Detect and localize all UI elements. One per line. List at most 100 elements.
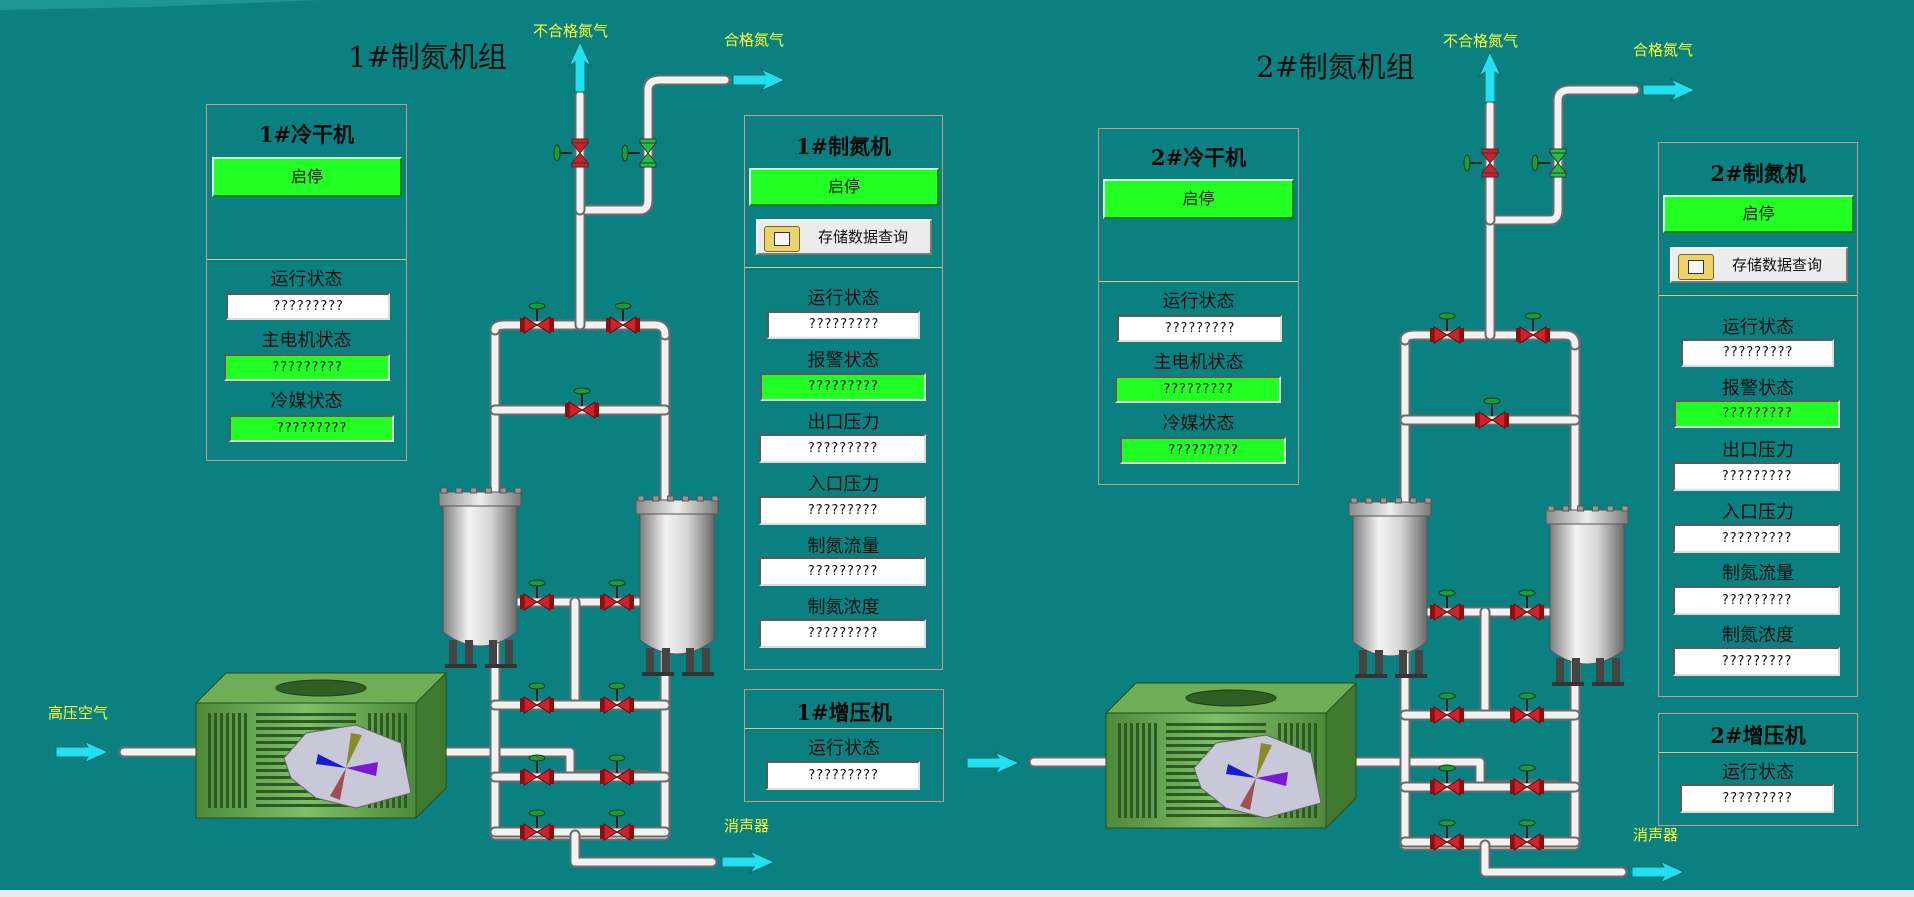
arrow-icon — [1477, 50, 1503, 103]
unit1-generator-start-stop-button[interactable]: 启停 — [749, 168, 939, 206]
unit1-run-status-label: 运行状态 — [807, 288, 880, 309]
valve-icon — [520, 302, 554, 334]
valve-icon — [1510, 764, 1544, 796]
valve-icon — [1430, 819, 1464, 851]
unit1-booster-run-status-label: 运行状态 — [808, 738, 880, 759]
unit2-purity-value: ????????? — [1673, 647, 1840, 676]
unit1-query-button[interactable]: 存储数据查询 — [756, 219, 932, 255]
unit1-silencer-label: 消声器 — [724, 817, 770, 835]
unit2-generator-title: 2#制氮机 — [1710, 161, 1806, 186]
separator — [1659, 295, 1857, 296]
unit2-flow-value: ????????? — [1673, 586, 1840, 615]
unit1-flow-label: 制氮流量 — [807, 536, 880, 557]
separator — [745, 267, 942, 268]
separator — [1099, 281, 1298, 282]
unit1-purity-label: 制氮浓度 — [807, 597, 880, 618]
valve-icon — [1510, 819, 1544, 851]
dryer-icon — [194, 672, 448, 819]
valve-icon — [600, 754, 634, 786]
pipe — [1481, 841, 1626, 876]
pipe — [576, 76, 729, 329]
unit1-flow-value: ????????? — [759, 557, 926, 586]
unit1-inlet-pressure-label: 入口压力 — [807, 474, 880, 495]
unit1-title: 1#制氮机组 — [348, 40, 507, 74]
unit1-dryer-coolant-status-value: ????????? — [229, 415, 394, 442]
unit2-dryer-motor-status-value: ????????? — [1115, 376, 1281, 403]
disk-icon — [1678, 254, 1714, 280]
arrow-icon — [732, 67, 787, 93]
valve-icon — [1430, 692, 1464, 724]
unit1-booster-title: 1#增压机 — [796, 700, 892, 725]
unit2-booster-run-status-label: 运行状态 — [1722, 762, 1794, 783]
unit2-query-button[interactable]: 存储数据查询 — [1670, 247, 1848, 283]
unit2-inlet-pressure-value: ????????? — [1673, 524, 1840, 553]
valve-icon — [1463, 148, 1500, 178]
tank-icon — [1348, 497, 1432, 678]
unit1-qualified-label: 合格氮气 — [724, 31, 785, 49]
separator — [1659, 752, 1857, 753]
unit1-generator-panel: 1#制氮机 启停 存储数据查询 运行状态 ????????? 报警状态 ????… — [744, 115, 943, 670]
unit2-alarm-status-label: 报警状态 — [1722, 378, 1794, 399]
tank-icon — [1545, 505, 1629, 686]
valve-icon — [553, 138, 590, 168]
valve-icon — [520, 579, 554, 611]
valve-icon — [565, 387, 599, 419]
unit2-dryer-start-stop-button[interactable]: 启停 — [1103, 179, 1294, 219]
unit2-dryer-run-status-label: 运行状态 — [1162, 291, 1235, 312]
disk-icon — [764, 226, 800, 252]
unit1-run-status-value: ????????? — [767, 311, 920, 339]
unit1-query-button-label: 存储数据查询 — [818, 228, 909, 246]
unit1-reject-label: 不合格氮气 — [533, 22, 609, 40]
unit1-dryer-start-stop-button[interactable]: 启停 — [212, 157, 402, 197]
pipe-outline — [1484, 84, 1641, 341]
unit2-generator-panel: 2#制氮机 启停 存储数据查询 运行状态 ????????? 报警状态 ????… — [1658, 142, 1858, 697]
unit2-dryer-coolant-status-value: ????????? — [1120, 437, 1286, 464]
unit2-dryer-title: 2#冷干机 — [1150, 145, 1247, 170]
unit1-dryer-panel: 1#冷干机 启停 运行状态 ????????? 主电机状态 ????????? … — [206, 104, 407, 461]
pipe — [571, 831, 716, 866]
unit2-booster-run-status-value: ????????? — [1680, 784, 1834, 813]
tank-icon — [635, 495, 719, 676]
valve-icon — [1510, 692, 1544, 724]
arrow-icon — [966, 750, 1021, 776]
valve-icon — [1510, 589, 1544, 621]
status-bar — [0, 890, 1914, 897]
unit1-purity-value: ????????? — [759, 619, 926, 648]
unit1-dryer-motor-status-label: 主电机状态 — [261, 330, 352, 351]
unit1-inlet-pressure-value: ????????? — [759, 496, 926, 525]
unit2-query-button-label: 存储数据查询 — [1732, 256, 1823, 274]
unit2-run-status-label: 运行状态 — [1722, 317, 1794, 338]
valve-icon — [1531, 148, 1568, 178]
unit2-outlet-pressure-label: 出口压力 — [1722, 440, 1794, 461]
arrow-icon — [1631, 859, 1686, 885]
valve-icon — [621, 138, 658, 168]
unit1-alarm-status-value: ????????? — [760, 373, 926, 401]
unit2-qualified-label: 合格氮气 — [1633, 41, 1694, 59]
unit1-outlet-pressure-label: 出口压力 — [807, 412, 880, 433]
tank-icon — [438, 487, 522, 668]
unit2-dryer-coolant-status-label: 冷媒状态 — [1162, 413, 1235, 434]
unit2-dryer-run-status-value: ????????? — [1117, 315, 1282, 342]
valve-icon — [600, 579, 634, 611]
valve-icon — [1430, 312, 1464, 344]
unit2-booster-panel: 2#增压机 运行状态 ????????? — [1658, 713, 1858, 826]
unit2-booster-title: 2#增压机 — [1710, 723, 1806, 748]
valve-icon — [600, 682, 634, 714]
unit1-booster-run-status-value: ????????? — [766, 761, 920, 790]
valve-icon — [520, 809, 554, 841]
unit1-dryer-title: 1#冷干机 — [258, 122, 355, 147]
unit2-inlet-pressure-label: 入口压力 — [1722, 502, 1794, 523]
unit1-outlet-pressure-value: ????????? — [759, 434, 926, 463]
valve-icon — [606, 302, 640, 334]
unit2-generator-start-stop-button[interactable]: 启停 — [1663, 195, 1854, 233]
unit2-flow-label: 制氮流量 — [1722, 563, 1794, 584]
valve-icon — [600, 809, 634, 841]
valve-icon — [520, 682, 554, 714]
valve-icon — [1430, 764, 1464, 796]
arrow-icon — [567, 40, 593, 93]
corner-highlight — [0, 0, 320, 10]
unit1-air-label: 高压空气 — [48, 704, 109, 722]
separator — [745, 728, 943, 729]
unit1-generator-title: 1#制氮机 — [795, 134, 892, 159]
